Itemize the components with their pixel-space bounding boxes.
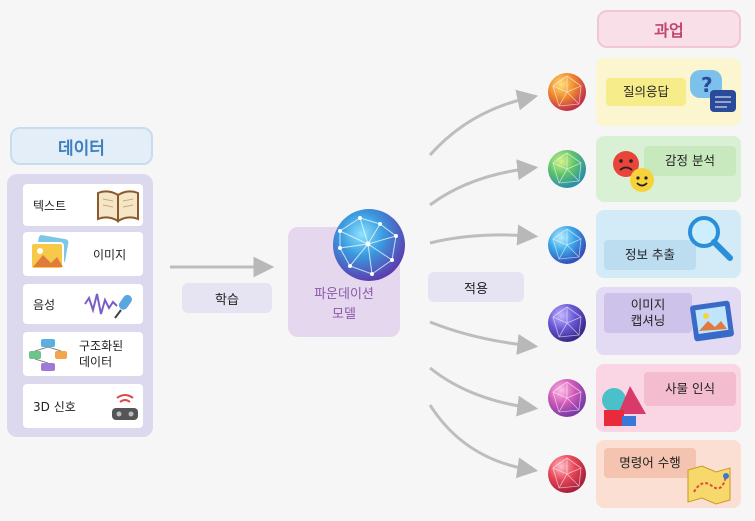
data-item-label: 음성 [33,297,56,312]
data-item-text: 텍스트 [23,184,143,226]
foundation-model-line2: 모델 [332,307,356,322]
map-icon [687,465,731,505]
task-card-extraction: 정보 추출 [596,210,741,278]
data-panel: 텍스트 이미지 음성 구조화된 데이터 [7,174,153,437]
tasks-section-title: 과업 [597,10,741,48]
data-item-structured: 구조화된 데이터 [23,332,143,376]
data-item-label: 구조화된 데이터 [79,339,124,369]
task-card-instruction: 명령어 수행 [596,440,741,508]
foundation-model-label: 파운데이션 모델 [288,285,400,325]
magnifier-icon [688,216,733,261]
arrow-to-qa [428,89,539,156]
arrow-to-detection [429,366,539,417]
task-label: 명령어 수행 [604,448,696,478]
data-item-label: 이미지 [93,247,127,262]
task-label: 사물 인식 [644,372,736,406]
question-chat-icon: ? [690,70,736,112]
data-section-title: 데이터 [10,127,153,165]
photo-stack-icon [30,235,69,270]
framed-picture-icon [690,300,734,342]
data-item-label: 3D 신호 [33,399,76,414]
task-card-detection: 사물 인식 [596,364,741,432]
task-card-qa: 질의응답 ? [596,58,741,126]
apply-label: 적용 [428,272,524,302]
task-label: 정보 추출 [604,240,696,270]
microphone-waveform-icon [84,293,132,319]
arrow-to-instruction [428,404,539,479]
task-label: 질의응답 [606,78,686,106]
data-item-image: 이미지 [23,232,143,276]
emotion-faces-icon [613,151,654,192]
data-item-audio: 음성 [23,284,143,324]
arrow-to-sentiment [429,159,539,207]
3d-sensor-icon [112,394,138,420]
task-card-sentiment: 감정 분석 [596,136,741,202]
svg-text:?: ? [701,73,713,97]
task-spheres [548,73,586,493]
flowchart-icon [29,339,67,371]
foundation-model-line1: 파운데이션 [314,287,374,302]
data-item-label: 텍스트 [33,198,67,213]
3d-shapes-icon [602,386,646,426]
learn-label: 학습 [182,283,272,313]
arrow-to-extraction [429,224,539,246]
data-item-3d-signal: 3D 신호 [23,384,143,428]
book-icon [97,190,139,223]
foundation-model-sphere-icon [333,209,405,281]
task-label: 감정 분석 [644,146,736,176]
task-card-captioning: 이미지 캡셔닝 [596,287,741,355]
task-label: 이미지 캡셔닝 [604,293,692,333]
arrow-to-captioning [429,320,539,355]
